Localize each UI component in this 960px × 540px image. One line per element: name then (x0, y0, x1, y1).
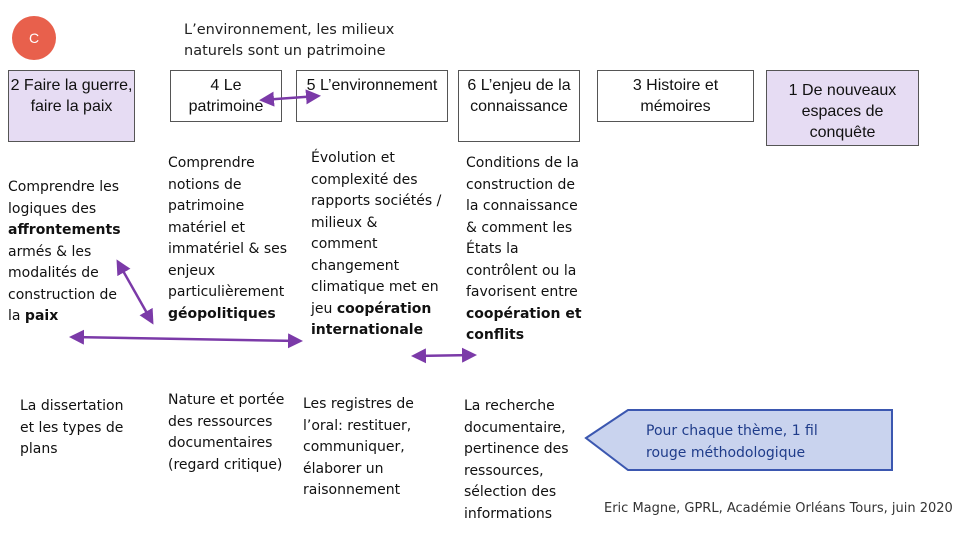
methodology-callout: Pour chaque thème, 1 fil rouge méthodolo… (646, 423, 818, 461)
theme-6-text: Conditions de la construction de la conn… (466, 155, 579, 300)
section-badge: C (12, 16, 56, 60)
theme-box-4-label: 4 Le patrimoine (188, 77, 264, 115)
arrow-internationale-conflits (411, 347, 477, 364)
credit-line: Eric Magne, GPRL, Académie Orléans Tours… (604, 501, 953, 516)
theme-2-text-b: armés & les modalités de construction de… (8, 243, 118, 325)
theme-5-method: Les registres de l’oral: restituer, comm… (303, 396, 414, 498)
theme-box-2-label: 2 Faire la guerre, faire la paix (10, 77, 133, 115)
theme-2-description: Comprendre les logiques des affrontement… (8, 177, 128, 328)
theme-box-6: 6 L’enjeu de la connaissance (458, 70, 580, 142)
theme-2-text-a: Comprendre les logiques des (8, 179, 119, 217)
theme-6-description: Conditions de la construction de la conn… (466, 153, 586, 347)
theme-5-description: Évolution et complexité des rapports soc… (311, 148, 443, 342)
arrow-affrontements-paix (116, 259, 154, 325)
theme-box-6-label: 6 L’enjeu de la connaissance (467, 77, 571, 115)
theme-box-5-label: 5 L’environnement (306, 77, 438, 94)
page-title: L’environnement, les milieux naturels so… (184, 22, 395, 59)
theme-4-method: Nature et portée des ressources document… (168, 392, 285, 473)
theme-4-text: Comprendre notions de patrimoine matérie… (168, 155, 288, 300)
theme-2-method: La dissertation et les types de plans (20, 398, 124, 457)
theme-6-method: La recherche documentaire, pertinence de… (464, 398, 569, 522)
theme-4-description: Comprendre notions de patrimoine matérie… (168, 153, 303, 325)
arrow-paix-cooperation (69, 329, 303, 349)
theme-6-keyword: coopération et conflits (466, 305, 582, 344)
arrow-theme-4-theme-5 (259, 89, 321, 107)
theme-2-keyword-affrontements: affrontements (8, 222, 121, 238)
theme-2-keyword-paix: paix (24, 308, 59, 324)
theme-4-keyword: géopolitiques (168, 305, 276, 322)
theme-box-1: 1 De nouveaux espaces de conquête (766, 70, 919, 146)
theme-box-2: 2 Faire la guerre, faire la paix (8, 70, 135, 142)
theme-5-text: Évolution et complexité des rapports soc… (311, 150, 442, 317)
callout-arrow-shape (584, 409, 893, 471)
theme-box-3: 3 Histoire et mémoires (597, 70, 754, 122)
theme-box-1-label: 1 De nouveaux espaces de conquête (788, 82, 897, 141)
theme-box-3-label: 3 Histoire et mémoires (632, 77, 719, 115)
theme-5-keyword: coopération internationale (311, 300, 432, 339)
